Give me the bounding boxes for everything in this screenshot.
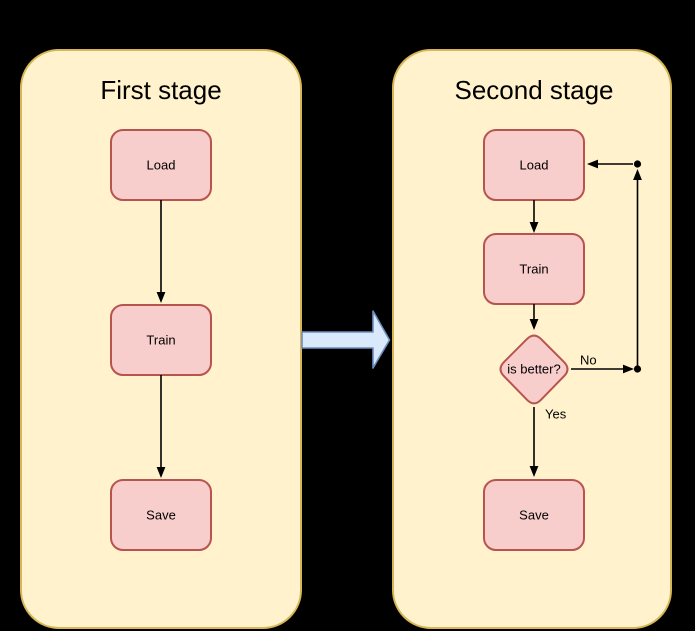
arrowhead	[529, 319, 539, 330]
node-first-load-label: Load	[147, 158, 176, 173]
node-second-load-label: Load	[520, 158, 549, 173]
stage-transition-arrow	[301, 310, 391, 369]
arrowhead	[156, 467, 166, 478]
node-first-train-label: Train	[146, 333, 175, 348]
arrowhead	[623, 364, 634, 374]
arrowhead	[587, 159, 598, 169]
arrowhead	[156, 292, 166, 303]
arrowhead	[529, 222, 539, 233]
arrowhead	[633, 169, 642, 180]
arrowhead	[529, 466, 539, 477]
node-second-save	[483, 479, 585, 551]
stage-first-title: First stage	[100, 75, 221, 105]
edge-decision-junction-no: No	[571, 353, 642, 374]
stage-second: Second stage Load Train is better? Save	[392, 49, 672, 629]
decision-is-better-label: is better?	[507, 362, 560, 377]
edge-first-load-train	[156, 200, 166, 303]
node-second-save-label: Save	[519, 508, 549, 523]
edge-second-load-train	[529, 200, 539, 233]
edge-loop-up	[633, 160, 642, 369]
node-second-train-label: Train	[519, 262, 548, 277]
decision-is-better	[499, 334, 569, 405]
stage-first: First stage Load Train Save	[20, 49, 302, 629]
edge-second-train-decision	[529, 304, 539, 330]
node-first-save	[110, 479, 212, 551]
edge-loop-into-load	[587, 159, 633, 169]
edge-first-train-save	[156, 375, 166, 478]
no-branch-label: No	[580, 353, 597, 368]
stage-second-title: Second stage	[454, 75, 613, 105]
edge-decision-save-yes: Yes	[529, 407, 567, 477]
junction-dot	[633, 160, 642, 168]
node-first-save-label: Save	[146, 508, 176, 523]
yes-branch-label: Yes	[545, 407, 567, 422]
